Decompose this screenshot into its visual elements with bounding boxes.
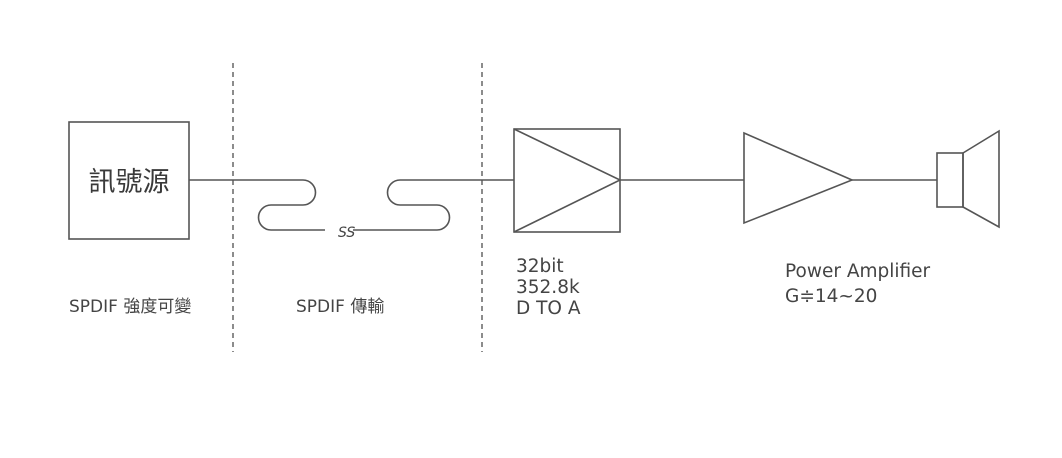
dac-box: [513, 128, 621, 233]
amplifier-gain: G≑14~20: [785, 286, 877, 307]
transmission-caption: SPDIF 傳輸: [296, 297, 384, 317]
dac-sample-rate: 352.8k: [516, 277, 580, 298]
amplifier-specs: Power Amplifier G≑14~20: [785, 261, 931, 307]
dac-block: [513, 128, 622, 233]
amplifier-name: Power Amplifier: [785, 261, 931, 282]
speaker-icon: [936, 129, 1000, 229]
spdif-cable-left-loop: [189, 179, 325, 231]
speaker-cone: [962, 129, 1000, 229]
squiggle-label: SS: [338, 225, 355, 241]
speaker-magnet: [936, 152, 964, 208]
dac-bit-depth: 32bit: [516, 256, 564, 277]
amplifier-triangle: [743, 131, 855, 225]
dac-function: D TO A: [516, 298, 581, 319]
dac-specs: 32bit 352.8k D TO A: [516, 256, 581, 319]
source-caption: SPDIF 強度可變: [69, 297, 191, 317]
cable-break-marker: SS: [338, 225, 355, 241]
spdif-cable-right-loop: [353, 179, 514, 231]
dac-triangle: [513, 128, 622, 233]
signal-source-block: 訊號源: [68, 121, 190, 240]
signal-source-label: 訊號源: [89, 167, 170, 198]
